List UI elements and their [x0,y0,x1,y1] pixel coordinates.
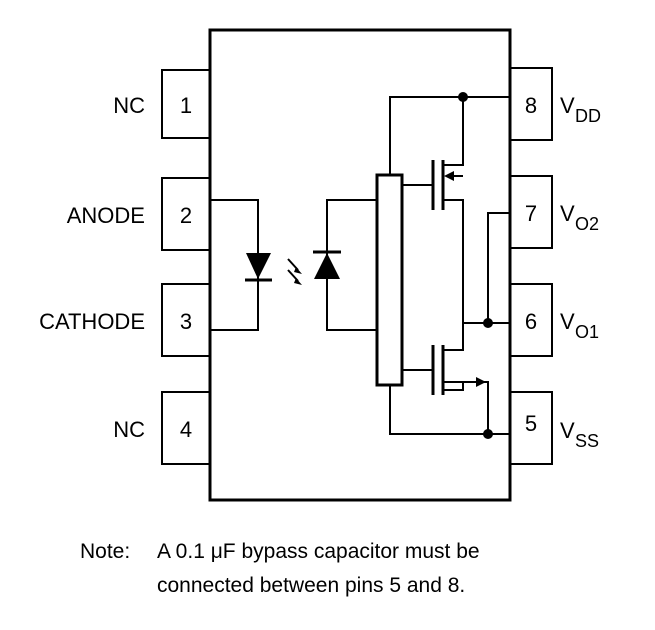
pin-5: 5 V SS [509,391,599,465]
pin-7-number: 7 [525,201,537,226]
light-emission-arrows [287,258,302,285]
pin-2-number: 2 [180,203,192,228]
pin-8-number: 8 [525,93,537,118]
pin-8: 8 V DD [509,67,601,141]
pin-5-number: 5 [525,411,537,436]
pin-7-subscript: O2 [575,214,599,234]
pin-1-number: 1 [180,93,192,118]
pin-2: 2 ANODE [67,177,211,251]
pin-5-subscript: SS [575,431,599,451]
led-diode-symbol [246,253,271,279]
note-line-2: connected between pins 5 and 8. [157,574,465,597]
pin-6-subscript: O1 [575,322,599,342]
pin-1-label: NC [113,93,145,118]
output-stage [389,92,510,439]
pin-8-subscript: DD [575,106,601,126]
bypass-capacitor-note: Note: A 0.1 μF bypass capacitor must be … [80,540,480,597]
pin-8-label: V [560,93,575,118]
pin-6-label: V [560,309,575,334]
pin-3: 3 CATHODE [39,283,211,357]
pin-6: 6 V O1 [509,283,599,357]
photodiode-circuit [313,199,377,331]
pin-6-number: 6 [525,309,537,334]
pin-7-label: V [560,201,575,226]
note-prefix: Note: [80,540,130,563]
pin-1: 1 NC [113,69,211,139]
photodiode-symbol [314,253,340,279]
pin-3-number: 3 [180,309,192,334]
pin-7: 7 V O2 [509,175,599,249]
led-circuit [210,199,272,331]
pin-3-label: CATHODE [39,309,145,334]
pin-5-label: V [560,418,575,443]
pin-4-number: 4 [180,417,192,442]
pin-2-label: ANODE [67,203,145,228]
vss-junction [483,429,493,439]
pin-4: 4 NC [113,391,211,465]
amplifier-block [375,173,404,387]
note-line-1: A 0.1 μF bypass capacitor must be [157,540,480,563]
pin-4-label: NC [113,417,145,442]
